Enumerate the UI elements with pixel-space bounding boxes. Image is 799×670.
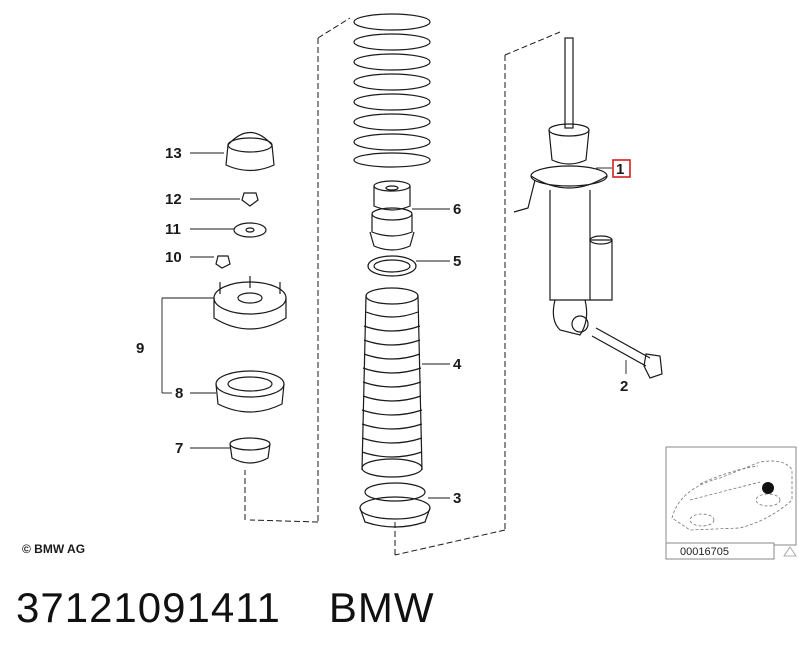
callout-11[interactable]: 11 [165,221,181,238]
lower-spring-pad [359,482,431,528]
callout-10[interactable]: 10 [165,249,182,266]
thumbnail-code: 00016705 [680,546,729,558]
nut [241,192,259,207]
part-number: 37121091411 [16,584,281,631]
callout-13[interactable]: 13 [165,145,182,162]
washer [233,222,267,238]
coil-spring [353,13,431,168]
callout-12[interactable]: 12 [165,191,182,208]
part-caption: 37121091411 BMW [16,584,434,632]
shock-absorber [513,37,613,336]
assembly-frame-left [244,17,351,523]
callout-4[interactable]: 4 [453,356,462,373]
callout-6[interactable]: 6 [453,201,461,218]
callout-9[interactable]: 9 [136,340,144,357]
callout-8[interactable]: 8 [175,385,183,402]
leader-lines [161,152,627,499]
copyright-text: © BMW AG [22,542,85,556]
callout-highlight-box [612,159,631,178]
small-nut [215,255,231,269]
retaining-ring [367,255,417,277]
support-bearing [213,276,287,330]
car-locator-thumbnail: 00016705 [665,446,797,560]
bump-cup [229,437,271,464]
warning-triangle-icon [783,546,797,557]
protective-boot [361,287,423,478]
location-marker-icon [762,482,774,494]
callout-3[interactable]: 3 [453,490,461,507]
bump-stop [369,180,415,251]
callout-2[interactable]: 2 [620,378,628,395]
upper-spring-pad [215,370,285,413]
mounting-bolt [591,327,663,379]
assembly-frame-right [394,31,561,556]
dust-cap [225,131,275,172]
brand-name: BMW [328,584,435,631]
callout-5[interactable]: 5 [453,253,461,270]
callout-1[interactable]: 1 [616,161,624,178]
callout-7[interactable]: 7 [175,440,183,457]
